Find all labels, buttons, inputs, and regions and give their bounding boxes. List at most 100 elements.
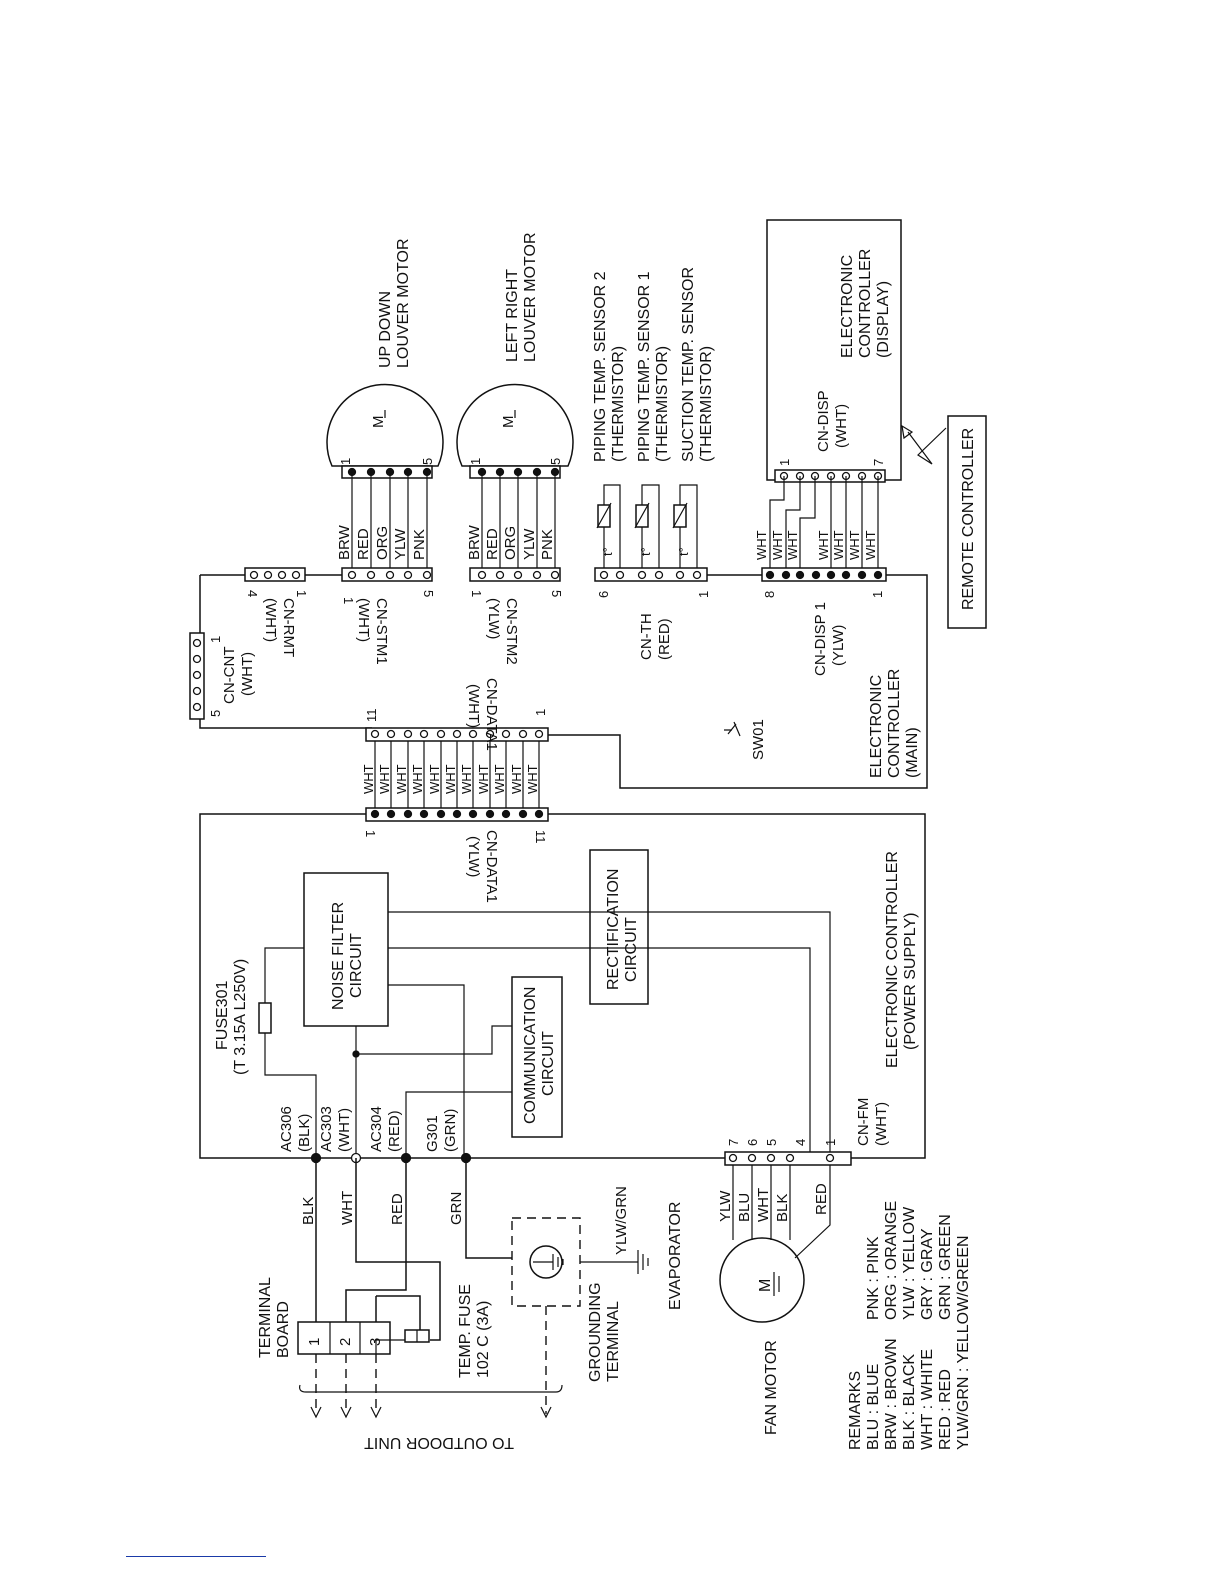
svg-text:1: 1 <box>533 709 548 716</box>
svg-text:1: 1 <box>823 1139 838 1146</box>
svg-text:LOUVER MOTOR: LOUVER MOTOR <box>395 239 412 369</box>
svg-text:BOARD: BOARD <box>275 1301 292 1358</box>
svg-text:5: 5 <box>764 1139 779 1146</box>
svg-text:(YLW): (YLW) <box>830 625 847 666</box>
svg-text:WHT: WHT <box>339 1191 356 1225</box>
svg-text:PNK: PNK <box>539 529 556 560</box>
cn-data1-bottom: 1 11 CN-DATA1 (YLW) <box>363 807 549 903</box>
svg-text:(WHT): (WHT) <box>239 652 256 696</box>
svg-text:BLK : BLACK: BLK : BLACK <box>901 1354 918 1450</box>
svg-text:WHT : WHITE: WHT : WHITE <box>919 1349 936 1450</box>
temp-fuse-label: TEMP. FUSE <box>457 1284 474 1378</box>
grounding-terminal: YLW/GRN EVAPORATOR GROUNDING TERMINAL <box>511 1186 684 1419</box>
svg-text:6: 6 <box>745 1139 760 1146</box>
svg-text:PNK : PINK: PNK : PINK <box>865 1236 882 1320</box>
cn-stm2-wires: BRW RED ORG YLW PNK 1 5 CN-STM2 (YLW) <box>466 472 564 665</box>
svg-text:WHT: WHT <box>770 530 785 560</box>
cn-stm1-label: CN-STM1 <box>373 598 390 665</box>
svg-text:YLW: YLW <box>521 528 538 560</box>
svg-text:CIRCUIT: CIRCUIT <box>623 917 640 982</box>
power-supply-wiring: FUSE301 (T 3.15A L250V) ELECTRONIC CONTR… <box>214 851 919 1158</box>
svg-text:YLW: YLW <box>392 528 409 560</box>
svg-text:WHT: WHT <box>443 764 458 794</box>
svg-text:(BLK): (BLK) <box>296 1114 313 1152</box>
svg-text:AC303: AC303 <box>318 1106 335 1152</box>
display-controller: 1 7 CN-DISP (WHT) ELECTRONIC CONTROLLER … <box>766 219 902 483</box>
svg-text:LOUVER MOTOR: LOUVER MOTOR <box>522 233 539 363</box>
main-controller-labels: SW01 ELECTRONIC CONTROLLER (MAIN) <box>724 669 921 778</box>
svg-text:2: 2 <box>337 1338 354 1346</box>
suction-sensor-label: SUCTION TEMP. SENSOR <box>680 267 697 462</box>
rectification-circuit: RECTIFICATION CIRCUIT <box>589 849 649 1005</box>
svg-text:5: 5 <box>208 710 223 717</box>
svg-text:(WHT): (WHT) <box>262 598 279 642</box>
svg-text:YLW: YLW <box>717 1190 734 1222</box>
svg-text:6: 6 <box>596 591 611 598</box>
svg-text:GRN: GRN <box>448 1192 465 1225</box>
svg-text:PNK: PNK <box>411 529 428 560</box>
cn-rmt-connector: 4 1 CN-RMT (WHT) <box>244 567 309 657</box>
svg-text:(POWER SUPPLY): (POWER SUPPLY) <box>902 913 919 1051</box>
cn-disp1-label: CN-DISP 1 <box>812 602 829 676</box>
thermistor-sensors: t° t° t° 6 1 CN-TH (RED) PIPING TEMP. SE… <box>592 267 715 660</box>
svg-text:ORG: ORG <box>502 526 519 560</box>
svg-text:1: 1 <box>469 590 484 597</box>
svg-text:(RED): (RED) <box>386 1110 403 1152</box>
svg-text:(WHT): (WHT) <box>355 598 372 642</box>
remote-controller-label: REMOTE CONTROLLER <box>960 428 977 610</box>
svg-text:t°: t° <box>676 547 691 556</box>
svg-text:WHT: WHT <box>394 764 409 794</box>
motor-symbol: M <box>500 416 517 429</box>
svg-text:5: 5 <box>421 590 436 597</box>
svg-text:BRW : BROWN: BRW : BROWN <box>883 1338 900 1450</box>
to-outdoor-label: TO OUTDOOR UNIT <box>364 1434 514 1451</box>
cn-disp1-wires: WHT WHT WHT WHT WHT WHT WHT 8 1 CN-DISP … <box>754 476 887 676</box>
display-controller-label: ELECTRONIC <box>839 255 856 358</box>
svg-text:WHT: WHT <box>509 764 524 794</box>
cn-data1-ylw-label: CN-DATA1 <box>483 830 500 903</box>
left-right-motor-label: LEFT RIGHT <box>504 269 521 362</box>
svg-text:BRW: BRW <box>336 524 353 560</box>
svg-text:WHT: WHT <box>755 1188 772 1222</box>
svg-text:1: 1 <box>294 590 309 597</box>
svg-text:GRY : GRAY: GRY : GRAY <box>919 1228 936 1320</box>
rectification-label: RECTIFICATION <box>605 869 622 990</box>
svg-text:(WHT): (WHT) <box>833 404 850 448</box>
svg-text:WHT: WHT <box>785 530 800 560</box>
remarks-title: REMARKS <box>847 1371 864 1450</box>
svg-text:1: 1 <box>777 459 792 466</box>
svg-text:1: 1 <box>338 458 353 465</box>
svg-text:CIRCUIT: CIRCUIT <box>348 933 365 998</box>
svg-text:WHT: WHT <box>427 764 442 794</box>
piping-sensor-2-label: PIPING TEMP. SENSOR 2 <box>592 271 609 462</box>
svg-text:4: 4 <box>793 1139 808 1146</box>
svg-text:ORG : ORANGE: ORG : ORANGE <box>883 1201 900 1320</box>
svg-text:(WHT): (WHT) <box>465 684 482 728</box>
svg-text:(RED): (RED) <box>656 618 673 660</box>
grounding-terminal-label: GROUNDING <box>587 1282 604 1382</box>
svg-text:8: 8 <box>762 591 777 598</box>
svg-text:7: 7 <box>726 1139 741 1146</box>
svg-text:1: 1 <box>363 830 378 837</box>
svg-text:BLK: BLK <box>300 1197 317 1225</box>
svg-text:RED : RED: RED : RED <box>937 1369 954 1450</box>
footer-rule <box>126 1556 266 1557</box>
svg-text:AC306: AC306 <box>278 1106 295 1152</box>
noise-filter-label: NOISE FILTER <box>330 902 347 1010</box>
svg-text:GRN : GREEN: GRN : GREEN <box>937 1214 954 1320</box>
svg-text:WHT: WHT <box>361 764 376 794</box>
up-down-louver-motor: M 1 5 UP DOWN LOUVER MOTOR <box>326 239 444 479</box>
svg-text:WHT: WHT <box>831 530 846 560</box>
main-controller-label: ELECTRONIC <box>868 675 885 778</box>
terminal-board: 1 2 3 TERMINAL BOARD TEMP. FUSE 102 C (3… <box>257 1277 563 1451</box>
motor-symbol: M <box>370 416 387 429</box>
svg-text:WHT: WHT <box>847 530 862 560</box>
cn-stm1-wires: BRW RED ORG YLW PNK 1 5 CN-STM1 (WHT) <box>336 472 436 665</box>
svg-text:(WHT): (WHT) <box>336 1108 353 1152</box>
svg-text:(WHT): (WHT) <box>873 1102 890 1146</box>
svg-text:1: 1 <box>341 597 356 604</box>
left-right-louver-motor: M 1 5 LEFT RIGHT LOUVER MOTOR <box>456 233 574 479</box>
cn-cnt-label: CN-CNT <box>221 647 238 705</box>
svg-text:BLK: BLK <box>774 1194 791 1222</box>
